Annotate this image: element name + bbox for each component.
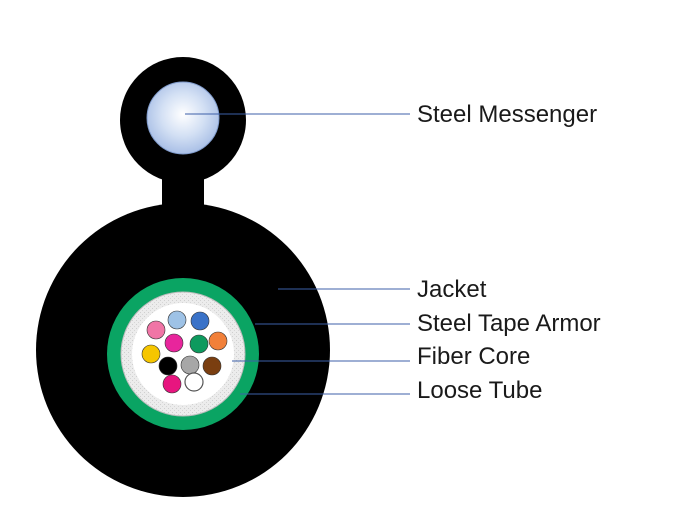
fiber-yellow: [141, 344, 161, 364]
fiber-light-blue: [167, 310, 187, 330]
fiber-white: [184, 372, 204, 392]
fiber-rose: [146, 320, 166, 340]
fiber-magenta: [164, 333, 184, 353]
fiber-pink: [162, 374, 182, 394]
fiber-grey: [180, 355, 200, 375]
label-steel-tape-armor: Steel Tape Armor: [417, 310, 601, 337]
steel-messenger: [146, 81, 220, 155]
label-steel-messenger: Steel Messenger: [417, 101, 597, 128]
fiber-blue: [190, 311, 210, 331]
leader-lines: [185, 113, 410, 395]
label-loose-tube: Loose Tube: [417, 377, 542, 404]
fiber-orange: [208, 331, 228, 351]
fiber-green: [189, 334, 209, 354]
fiber-black: [158, 356, 178, 376]
fiber-bundle: [141, 310, 228, 394]
fiber-brown: [202, 356, 222, 376]
label-jacket: Jacket: [417, 276, 487, 303]
label-fiber-core: Fiber Core: [417, 343, 530, 370]
